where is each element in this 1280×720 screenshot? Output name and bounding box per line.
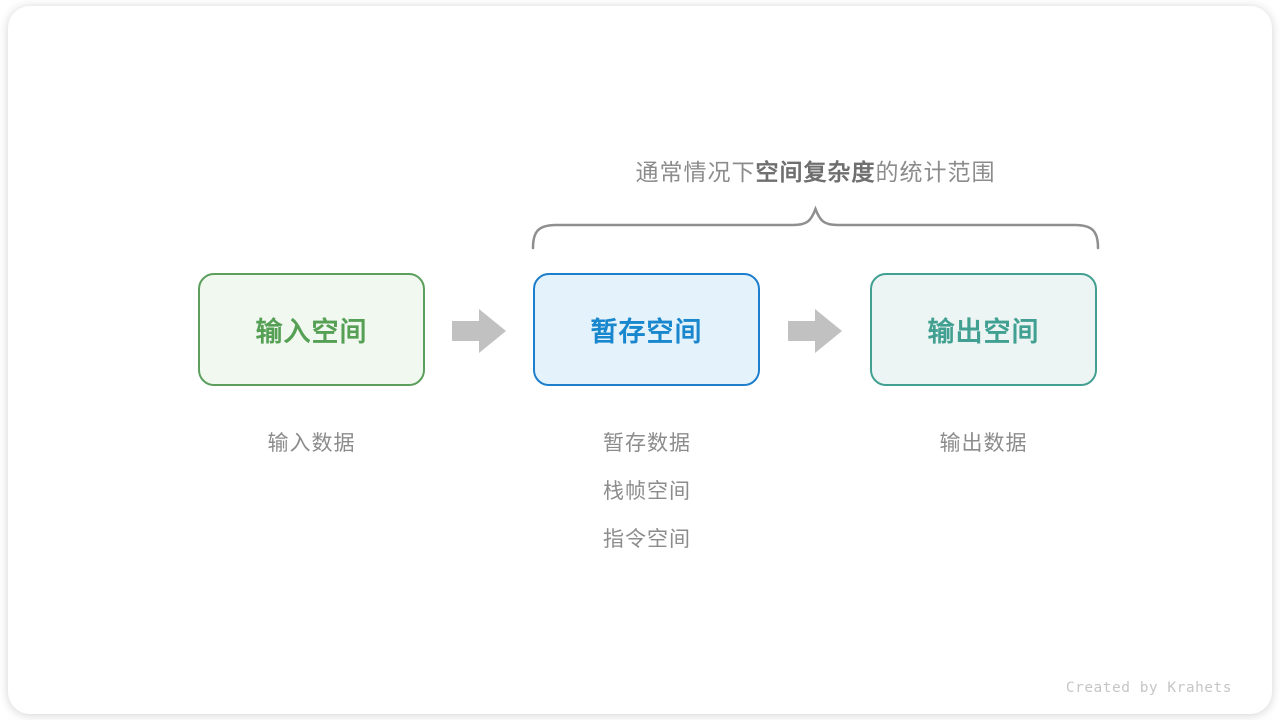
note-input-data: 输入数据 bbox=[267, 432, 356, 455]
notes-temp-space: 暂存数据 栈帧空间 指令空间 bbox=[533, 420, 761, 564]
brace-title-suffix: 的统计范围 bbox=[875, 159, 996, 185]
node-input-space: 输入空间 bbox=[198, 273, 425, 386]
brace-title-emphasis: 空间复杂度 bbox=[755, 159, 876, 185]
node-output-space: 输出空间 bbox=[870, 273, 1097, 386]
node-temp-space-label: 暂存空间 bbox=[590, 317, 703, 347]
notes-output-space: 输出数据 bbox=[870, 420, 1097, 468]
note-temp-data: 暂存数据 bbox=[603, 432, 691, 455]
note-stack-frame-space: 栈帧空间 bbox=[603, 480, 691, 503]
node-output-space-label: 输出空间 bbox=[927, 317, 1040, 347]
node-temp-space: 暂存空间 bbox=[533, 273, 760, 386]
arrow-right-icon bbox=[788, 309, 842, 353]
arrow-right-icon bbox=[452, 309, 506, 353]
node-input-space-label: 输入空间 bbox=[255, 317, 368, 347]
brace-title-prefix: 通常情况下 bbox=[635, 159, 756, 185]
credit-text: Created by Krahets bbox=[1065, 680, 1232, 696]
note-output-data: 输出数据 bbox=[939, 432, 1028, 455]
notes-input-space: 输入数据 bbox=[198, 420, 425, 468]
note-instruction-space: 指令空间 bbox=[603, 528, 691, 551]
diagram-card: 通常情况下空间复杂度的统计范围 输入空间 暂存空间 输出空间 输入数据 暂存数据… bbox=[8, 6, 1272, 714]
curly-brace-icon bbox=[531, 205, 1100, 250]
brace-title: 通常情况下空间复杂度的统计范围 bbox=[523, 153, 1108, 187]
